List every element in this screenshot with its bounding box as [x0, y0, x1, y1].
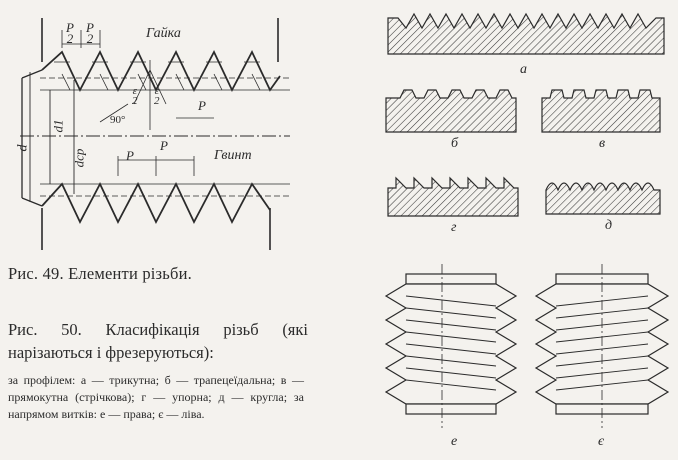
pitch-label-right: P	[198, 98, 206, 113]
eps-left-num: ε	[132, 85, 137, 97]
nut-label: Гайка	[146, 26, 181, 41]
p-half-left-num: P	[66, 20, 74, 35]
cylinder-ye-left-hand	[534, 264, 670, 428]
label-d: д	[605, 218, 613, 233]
cylinder-e-right-hand	[384, 264, 518, 428]
profile-b-trapezoidal	[385, 89, 517, 133]
diameter-d1-label: d1	[50, 119, 66, 133]
figure-50-caption: Рис. 50. Класифікація різьб (які нарізаю…	[8, 320, 308, 362]
p-half-left-den: 2	[66, 31, 74, 46]
eps-left-den: 2	[132, 95, 138, 107]
screw-label: Гвинт	[214, 148, 252, 163]
profile-g-buttress	[387, 176, 519, 217]
figure-50-caption-detail: за профілем: а — трикутна; б — трапецеїд…	[8, 373, 304, 421]
p-half-right: P 2	[86, 20, 94, 46]
diameter-d-label: d	[15, 144, 31, 152]
label-v: в	[599, 136, 606, 151]
pitch-label-lower-right: P	[160, 138, 168, 153]
p-half-right-den: 2	[86, 31, 94, 46]
label-g: г	[451, 220, 457, 235]
figure-50-thread-classification	[384, 12, 670, 428]
figure-49-caption: Рис. 49. Елементи різьби.	[8, 264, 192, 283]
eps-half-right: ε 2	[154, 85, 160, 107]
eps-right-num: ε	[154, 85, 159, 97]
p-half-left: P 2	[66, 20, 74, 46]
profile-d-round	[545, 182, 661, 215]
label-a: а	[520, 62, 527, 77]
label-ye: є	[598, 434, 605, 449]
p-half-right-num: P	[86, 20, 94, 35]
label-b: б	[451, 136, 459, 151]
angle-label: 90°	[110, 114, 126, 126]
label-e: е	[451, 434, 458, 449]
eps-right-den: 2	[154, 95, 160, 107]
figure-49-thread-elements	[20, 18, 290, 250]
eps-half-left: ε 2	[132, 85, 138, 107]
pitch-label-lower-left: P	[126, 148, 134, 163]
profile-v-rectangular	[541, 89, 661, 133]
diameter-dcp-label: dср	[71, 148, 87, 168]
profile-a-triangular	[387, 12, 665, 55]
